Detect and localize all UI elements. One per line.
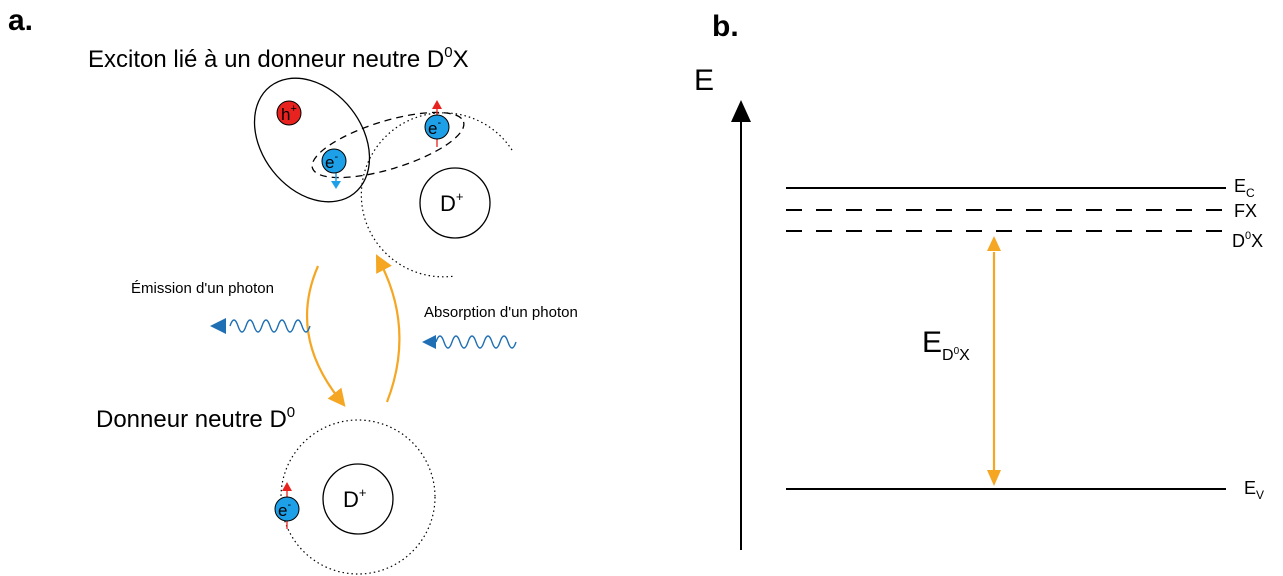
- transition-energy-label: ED0X: [922, 326, 970, 364]
- donor-electron-lower: e-: [274, 482, 300, 529]
- svg-text:h+: h+: [281, 103, 297, 124]
- panel-a-title: Exciton lié à un donneur neutre D0X: [88, 44, 469, 73]
- neutral-donor-label: Donneur neutre D0: [96, 404, 295, 433]
- conduction-band-label: EC: [1234, 176, 1255, 200]
- svg-text:D+: D+: [343, 485, 366, 512]
- panel-a-label: a.: [8, 4, 33, 37]
- svg-text:e-: e-: [428, 117, 441, 138]
- emission-label: Émission d'un photon: [131, 280, 274, 297]
- free-exciton-label: FX: [1234, 201, 1257, 221]
- valence-band-label: EV: [1244, 478, 1264, 502]
- exciton-electron: e-: [321, 148, 347, 189]
- exciton-ellipse: [253, 77, 371, 203]
- absorption-label: Absorption d'un photon: [424, 304, 578, 321]
- emitted-photon: [210, 318, 311, 334]
- electron-pair-ellipse: [311, 111, 465, 179]
- svg-text:e-: e-: [325, 151, 338, 172]
- svg-text:e-: e-: [278, 499, 291, 520]
- panel-b-label: b.: [712, 10, 739, 43]
- bound-exciton-label: D0X: [1232, 230, 1263, 251]
- absorption-arrow: [375, 254, 401, 403]
- emission-arrow: [305, 265, 346, 407]
- transition-energy-arrow: [987, 236, 1001, 486]
- energy-axis-arrowhead: [731, 100, 751, 122]
- lower-donor-orbit: [280, 419, 436, 575]
- donor-ion-upper: D+: [419, 167, 491, 239]
- donor-electron-upper: e-: [424, 100, 450, 147]
- donor-ion-lower: D+: [322, 463, 394, 535]
- hole-particle: h+: [276, 100, 302, 126]
- svg-text:D+: D+: [440, 189, 463, 216]
- absorbed-photon: [422, 335, 517, 349]
- energy-axis-label: E: [694, 64, 714, 97]
